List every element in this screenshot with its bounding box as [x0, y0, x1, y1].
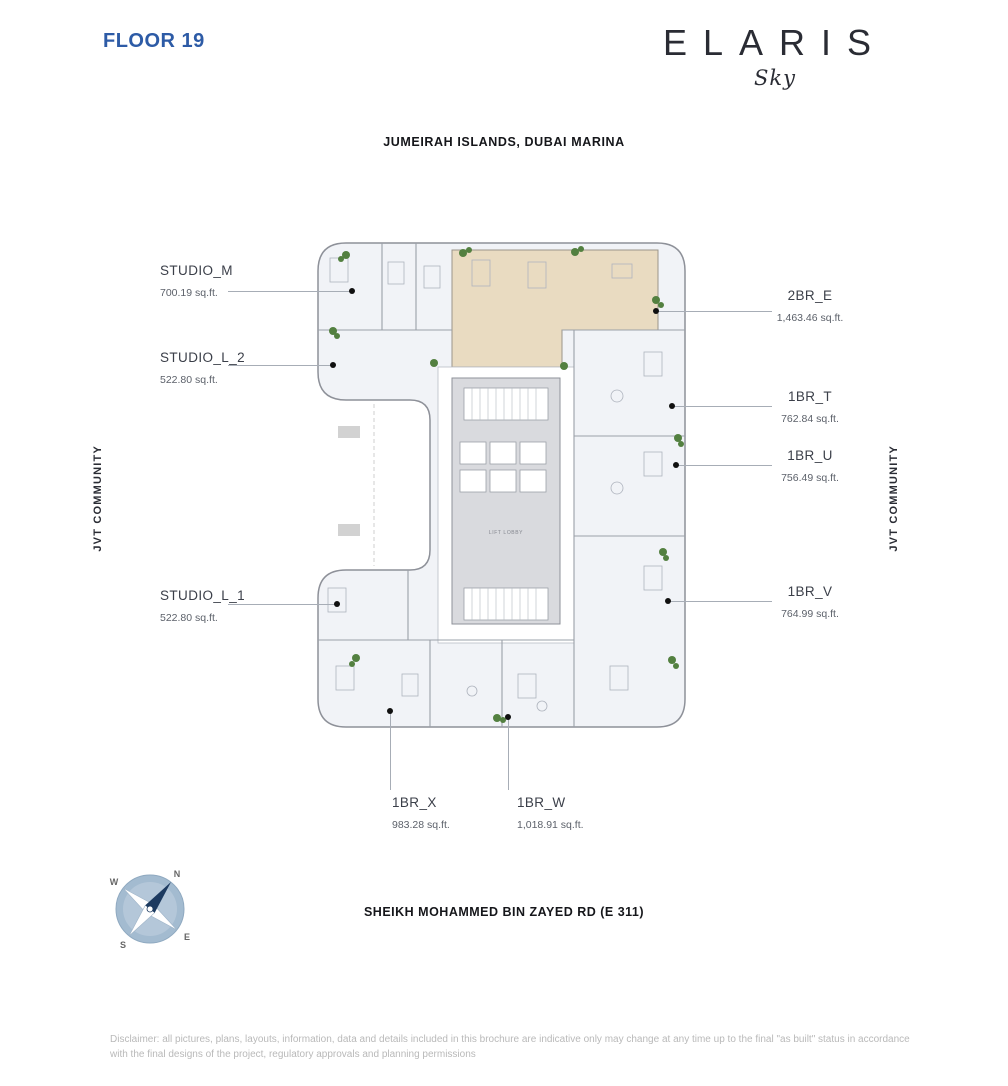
furniture [327, 257, 663, 712]
plants [329, 246, 684, 723]
unit-label-1br-w: 1BR_W 1,018.91 sq.ft. [517, 795, 584, 831]
unit-label-studio-l-2: STUDIO_L_2 522.80 sq.ft. [160, 350, 245, 386]
stairs-top-treads [471, 388, 537, 420]
unit-area: 522.80 sq.ft. [160, 612, 218, 624]
unit-area: 1,463.46 sq.ft. [776, 312, 844, 324]
unit-name: 1BR_U [787, 448, 833, 463]
unit-name: 1BR_T [787, 389, 833, 404]
disclaimer-text: Disclaimer: all pictures, plans, layouts… [110, 1034, 910, 1060]
unit-label-2br-e: 2BR_E 1,463.46 sq.ft. [755, 288, 865, 324]
leader-dot [669, 403, 675, 409]
road-heading: SHEIKH MOHAMMED BIN ZAYED RD (E 311) [363, 905, 645, 919]
compass-hub [146, 905, 154, 913]
leader-line [390, 711, 391, 790]
unit-name: 1BR_V [787, 584, 833, 599]
street-label-right: JVT COMMUNITY [888, 445, 900, 552]
unit-name: 1BR_W [517, 795, 566, 810]
brand-logo: ELARIS Sky [650, 22, 900, 90]
unit-area: 522.80 sq.ft. [160, 374, 218, 386]
unit-name: STUDIO_M [160, 263, 233, 278]
unit-area: 762.84 sq.ft. [781, 413, 839, 425]
leader-line [228, 291, 352, 292]
leader-line [668, 601, 772, 602]
unit-name: STUDIO_L_2 [160, 350, 246, 365]
unit-name: 2BR_E [787, 288, 833, 303]
lift-bank [459, 441, 547, 493]
unit-label-1br-v: 1BR_V 764.99 sq.ft. [755, 584, 865, 620]
leader-line [228, 604, 337, 605]
unit-area: 983.28 sq.ft. [392, 819, 450, 831]
leader-dot [330, 362, 336, 368]
unit-walls [318, 243, 685, 727]
core-label: LIFT LOBBY [489, 530, 523, 536]
leader-dot [387, 708, 393, 714]
unit-area: 756.49 sq.ft. [781, 472, 839, 484]
compass-icon: N E S W [110, 869, 190, 950]
notch-feature-2 [338, 524, 360, 536]
compass-north-needle [145, 882, 171, 913]
unit-area: 1,018.91 sq.ft. [517, 819, 584, 831]
leader-dot [349, 288, 355, 294]
notch-feature-1 [338, 426, 360, 438]
unit-label-studio-m: STUDIO_M 700.19 sq.ft. [160, 263, 233, 299]
compass-letter-w: W [110, 877, 119, 887]
street-label-left: JVT COMMUNITY [92, 445, 104, 552]
stairs-bottom-treads [471, 588, 537, 620]
location-heading: JUMEIRAH ISLANDS, DUBAI MARINA [383, 135, 625, 149]
leader-line [676, 465, 772, 466]
leader-dot [334, 601, 340, 607]
floor-title: FLOOR 19 [103, 30, 205, 52]
unit-label-1br-x: 1BR_X 983.28 sq.ft. [392, 795, 450, 831]
compass-letter-s: S [120, 940, 126, 950]
leader-line [508, 717, 509, 790]
leader-line [672, 406, 772, 407]
brand-name: ELARIS [662, 22, 888, 63]
unit-name: STUDIO_L_1 [160, 588, 246, 603]
stairs-bottom [463, 587, 549, 621]
unit-area: 700.19 sq.ft. [160, 287, 218, 299]
leader-dot [665, 598, 671, 604]
unit-label-1br-t: 1BR_T 762.84 sq.ft. [755, 389, 865, 425]
unit-area: 764.99 sq.ft. [781, 608, 839, 620]
unit-name: 1BR_X [392, 795, 437, 810]
leader-dot [505, 714, 511, 720]
compass-letter-n: N [174, 869, 181, 879]
unit-label-1br-u: 1BR_U 756.49 sq.ft. [755, 448, 865, 484]
brand-subtitle: Sky [754, 66, 796, 90]
leader-line [228, 365, 333, 366]
stairs-top [463, 387, 549, 421]
leader-dot [653, 308, 659, 314]
floor-plan: LIFT LOBBY [317, 242, 686, 728]
compass-letter-e: E [184, 932, 190, 942]
leader-line [656, 311, 772, 312]
leader-dot [673, 462, 679, 468]
unit-label-studio-l-1: STUDIO_L_1 522.80 sq.ft. [160, 588, 245, 624]
